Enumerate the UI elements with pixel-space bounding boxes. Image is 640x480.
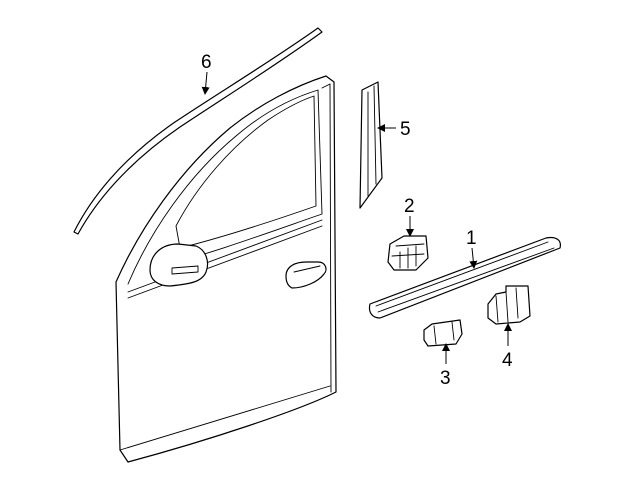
callout-4: 4 — [502, 350, 513, 371]
callout-6: 6 — [201, 52, 212, 73]
leader-lines — [201, 71, 512, 364]
front-door-shell — [115, 75, 337, 463]
lower-clip-4 — [487, 285, 531, 325]
callout-2: 2 — [404, 196, 415, 217]
door-handle — [285, 261, 327, 289]
pillar-applique — [359, 81, 383, 209]
callout-labels: 6 5 2 1 3 4 — [201, 52, 513, 389]
side-mirror — [149, 243, 209, 287]
callout-5: 5 — [400, 119, 411, 140]
leader-1 — [469, 247, 478, 269]
moulding-clip — [387, 235, 429, 271]
upper-frame-moulding — [73, 27, 323, 235]
callout-1: 1 — [466, 228, 477, 249]
body-side-moulding — [368, 236, 561, 319]
leader-6 — [201, 71, 210, 95]
callout-3: 3 — [440, 368, 451, 389]
lower-clip-3 — [423, 319, 463, 347]
